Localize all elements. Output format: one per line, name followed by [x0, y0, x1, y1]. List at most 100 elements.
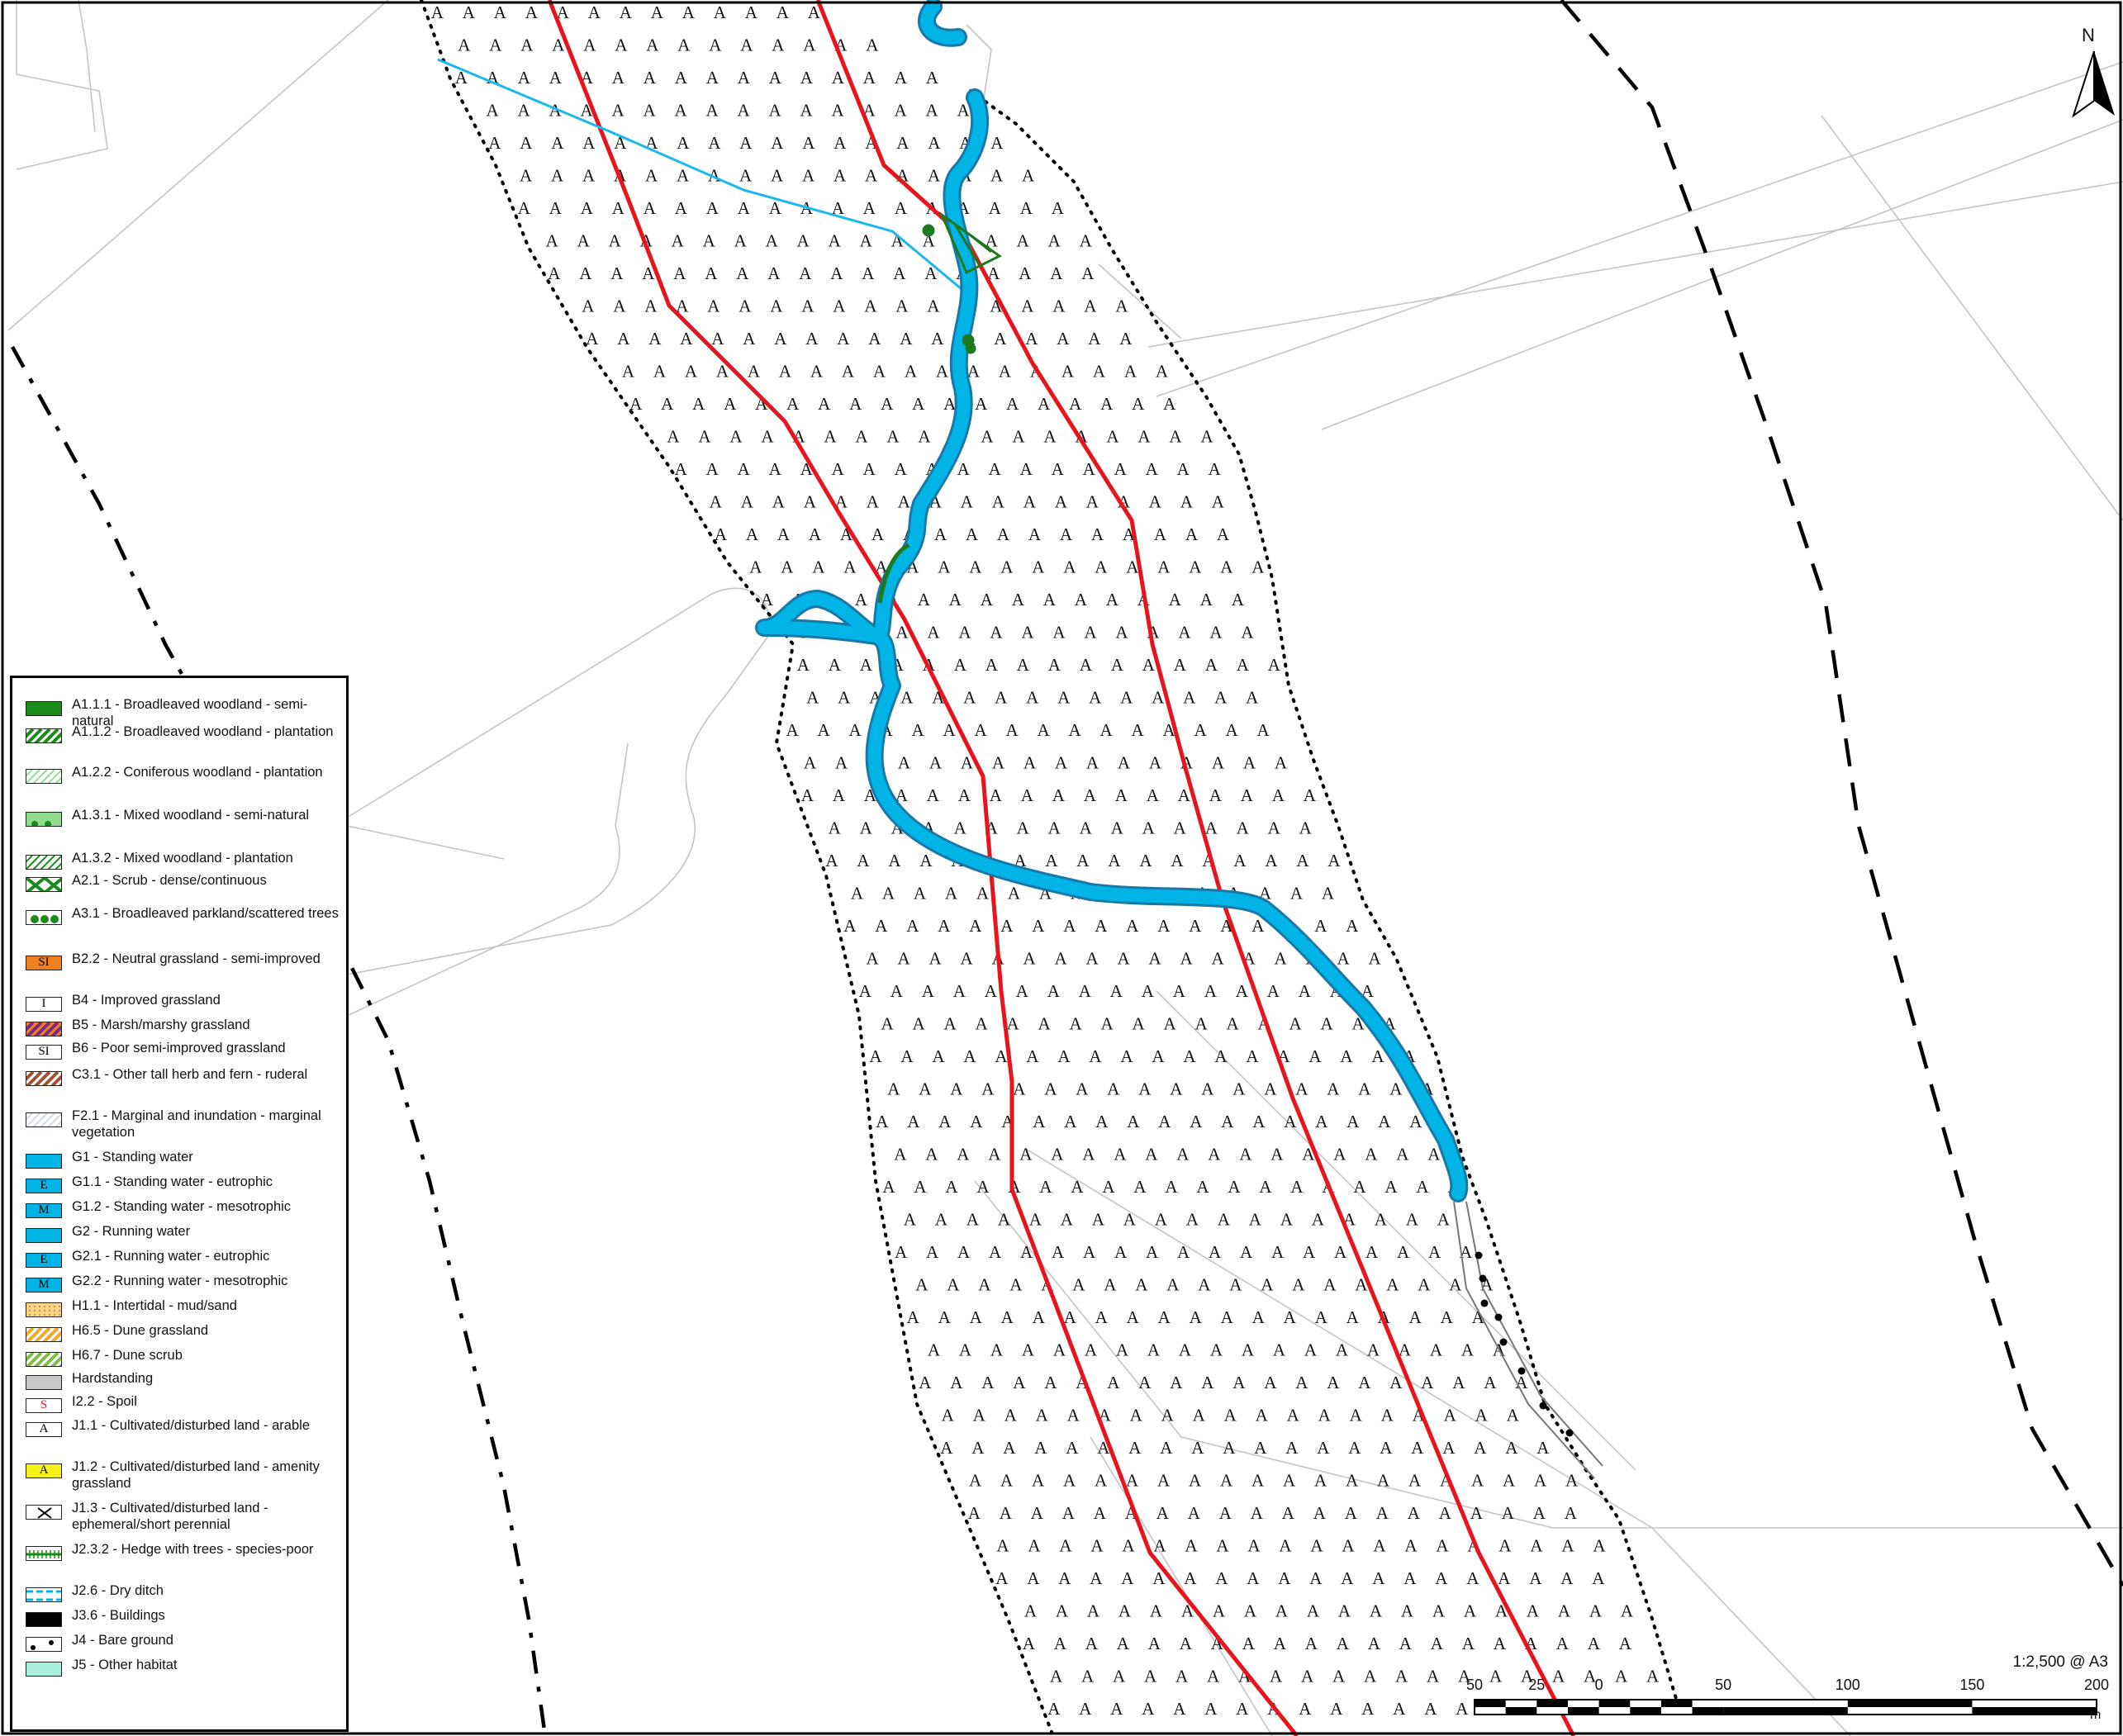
- arable-code-label: A: [1322, 884, 1335, 904]
- arable-code-label: A: [928, 133, 941, 153]
- arable-code-label: A: [487, 101, 500, 121]
- arable-code-label: A: [985, 981, 998, 1001]
- arable-code-label: A: [1115, 623, 1128, 643]
- arable-code-label: A: [895, 459, 908, 479]
- arable-code-label: A: [1427, 1667, 1440, 1686]
- arable-code-label: A: [644, 68, 657, 88]
- arable-code-label: A: [1052, 459, 1065, 479]
- arable-code-label: A: [1401, 1601, 1414, 1621]
- legend-label: J5 - Other habitat: [72, 1658, 178, 1672]
- arable-code-label: A: [709, 36, 722, 55]
- arable-code-label: A: [833, 296, 846, 316]
- arable-code-label: A: [1119, 329, 1133, 349]
- arable-code-label: A: [708, 133, 721, 153]
- arable-code-label: A: [804, 492, 817, 512]
- arable-code-label: A: [1139, 851, 1152, 870]
- arable-code-label: A: [1408, 1503, 1421, 1523]
- arable-code-label: A: [1238, 1667, 1251, 1686]
- arable-code-label: A: [1076, 851, 1090, 870]
- arable-code-label: A: [1055, 949, 1068, 969]
- arable-code-label: A: [1021, 296, 1034, 316]
- arable-code-label: A: [832, 68, 845, 88]
- arable-code-label: A: [1007, 1014, 1020, 1034]
- arable-code-label: A: [1380, 1438, 1393, 1458]
- arable-code-label: A: [1127, 1112, 1140, 1131]
- arable-code-label: A: [812, 557, 825, 577]
- arable-code-label: A: [1059, 1536, 1072, 1556]
- arable-code-label: A: [957, 1145, 970, 1164]
- arable-code-label: A: [1142, 818, 1156, 838]
- legend-label: G1.2 - Standing water - mesotrophic: [72, 1199, 292, 1214]
- legend-swatch: [26, 1612, 62, 1627]
- arable-code-label: A: [1216, 1536, 1229, 1556]
- legend-swatch-code: A: [39, 1422, 49, 1435]
- arable-code-label: A: [1220, 557, 1233, 577]
- legend-swatch: [26, 1228, 62, 1243]
- legend-label: A1.2.2 - Coniferous woodland - plantatio…: [72, 765, 323, 780]
- arable-code-label: A: [868, 329, 881, 349]
- scale-segment: [1475, 1700, 1506, 1707]
- arable-code-label: A: [1081, 263, 1095, 283]
- arable-code-label: A: [1268, 818, 1281, 838]
- arable-code-label: A: [1175, 1667, 1189, 1686]
- arable-code-label: A: [1087, 1601, 1100, 1621]
- arable-code-label: A: [997, 524, 1010, 544]
- river: [758, 0, 1466, 1200]
- arable-code-label: A: [1239, 1145, 1252, 1164]
- arable-code-label: A: [1006, 720, 1019, 740]
- arable-code-label: A: [771, 166, 784, 186]
- arable-code-label: A: [989, 1242, 1002, 1262]
- arable-code-label: A: [1013, 1079, 1026, 1099]
- arable-code-label: A: [1047, 1699, 1061, 1719]
- arable-code-label: A: [1370, 1601, 1383, 1621]
- arable-code-label: A: [1242, 1634, 1256, 1653]
- arable-code-label: A: [895, 296, 909, 316]
- arable-code-label: A: [715, 524, 728, 544]
- arable-code-label: A: [830, 263, 843, 283]
- arable-code-label: A: [1502, 1503, 1515, 1523]
- arable-code-label: A: [463, 2, 476, 22]
- arable-code-label: A: [673, 263, 686, 283]
- arable-code-label: A: [943, 720, 957, 740]
- arable-code-label: A: [1314, 916, 1327, 936]
- arable-code-label: A: [1016, 981, 1029, 1001]
- arable-code-label: A: [1198, 1275, 1211, 1295]
- arable-code-label: A: [936, 362, 949, 382]
- arable-code-label: A: [1209, 785, 1223, 805]
- arable-code-label: A: [672, 231, 685, 251]
- arable-code-label: A: [886, 427, 900, 447]
- arable-code-label: A: [703, 231, 716, 251]
- arable-code-label: A: [907, 1307, 920, 1327]
- arable-code-label: A: [1194, 720, 1208, 740]
- arable-code-label: A: [1166, 1275, 1180, 1295]
- arable-code-label: A: [832, 459, 845, 479]
- arable-code-label: A: [898, 753, 911, 773]
- arable-code-label: A: [487, 68, 500, 88]
- arable-code-label: A: [1089, 1046, 1102, 1066]
- arable-code-label: A: [1278, 1568, 1291, 1588]
- legend-swatch: A: [26, 1463, 62, 1478]
- arable-code-label: A: [1064, 1112, 1077, 1131]
- legend-label: B2.2 - Neutral grassland - semi-improved: [72, 951, 321, 966]
- arable-code-label: A: [1399, 1340, 1412, 1360]
- arable-code-label: A: [1439, 1503, 1452, 1523]
- arable-code-label: A: [987, 263, 1000, 283]
- arable-code-label: A: [926, 1242, 939, 1262]
- red-boundary-west: [547, 0, 1299, 1736]
- arable-code-label: A: [1013, 1373, 1026, 1392]
- arable-code-label: A: [1095, 916, 1108, 936]
- arable-code-label: A: [1264, 1079, 1277, 1099]
- arable-code-label: A: [661, 394, 674, 414]
- arable-code-label: A: [1094, 1503, 1107, 1523]
- bare-ground-track: [1453, 1201, 1603, 1479]
- arable-code-label: A: [609, 231, 622, 251]
- arable-code-label: A: [615, 36, 628, 55]
- arable-code-label: A: [1029, 1210, 1043, 1230]
- arable-code-label: A: [1592, 1568, 1605, 1588]
- arable-code-label: A: [612, 101, 625, 121]
- legend-swatch: [26, 910, 62, 925]
- legend-swatch-code: M: [38, 1278, 50, 1291]
- arable-code-label: A: [1102, 1177, 1115, 1197]
- legend-swatch-code: E: [40, 1179, 48, 1192]
- arable-code-label: A: [1310, 1536, 1323, 1556]
